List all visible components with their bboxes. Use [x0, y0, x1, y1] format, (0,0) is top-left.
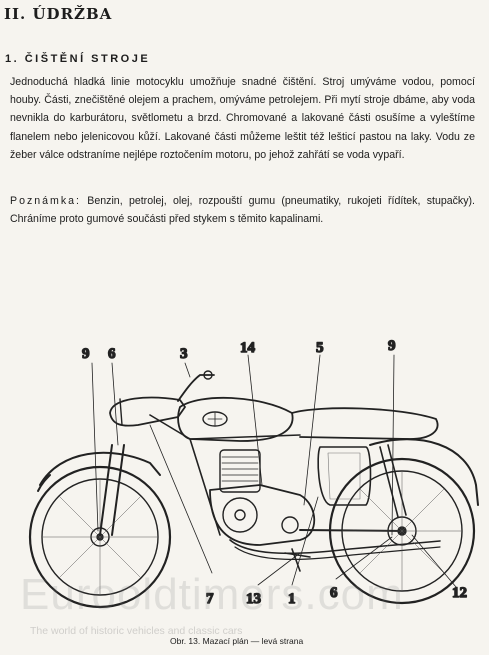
- watermark: Eurooldtimers.com: [20, 570, 404, 619]
- seat: [291, 407, 439, 440]
- note-text: Benzin, petrolej, olej, rozpouští gumu (…: [10, 195, 475, 226]
- front-wheel: [28, 465, 172, 609]
- figure-caption: Obr. 13. Mazací plán — levá strana: [170, 636, 304, 646]
- engine: [209, 449, 316, 546]
- callout-12: 12: [452, 585, 467, 601]
- callout-5: 5: [316, 340, 324, 356]
- callout-7: 7: [206, 591, 214, 607]
- paragraph-cleaning: Jednoduchá hladká linie motocyklu umožňu…: [10, 76, 475, 161]
- rear-mudguard: [369, 438, 479, 506]
- callout-6-bottom: 6: [330, 585, 338, 601]
- side-cover: [317, 446, 372, 506]
- lever-pivot: [203, 370, 213, 380]
- leader-lines: [91, 354, 457, 588]
- lubrication-diagram: 9 6 3 14 5 9 7 13 1 6 12: [28, 337, 479, 609]
- tank-badge: [202, 411, 228, 427]
- front-fork: [99, 444, 125, 536]
- callout-3: 3: [180, 346, 188, 362]
- callout-9-left: 9: [82, 346, 90, 362]
- chapter-title: II. ÚDRŽBA: [4, 5, 113, 23]
- front-mudguard: [39, 451, 161, 486]
- callout-14: 14: [240, 340, 256, 356]
- note-label: Poznámka:: [10, 195, 81, 207]
- callout-13: 13: [246, 591, 261, 607]
- rear-wheel: [328, 457, 476, 605]
- fuel-tank: [177, 396, 294, 442]
- rear-shock: [379, 444, 407, 518]
- callout-1: 1: [288, 591, 296, 607]
- callout-6-left: 6: [108, 346, 116, 362]
- callout-9-right: 9: [388, 338, 396, 354]
- note-paragraph: Poznámka: Benzin, petrolej, olej, rozpou…: [10, 192, 475, 228]
- watermark-subtitle: The world of historic vehicles and class…: [30, 625, 243, 637]
- handlebar: [177, 374, 215, 402]
- exhaust-pipe: [229, 539, 441, 555]
- section-title: 1. ČIŠTĚNÍ STROJE: [5, 53, 151, 65]
